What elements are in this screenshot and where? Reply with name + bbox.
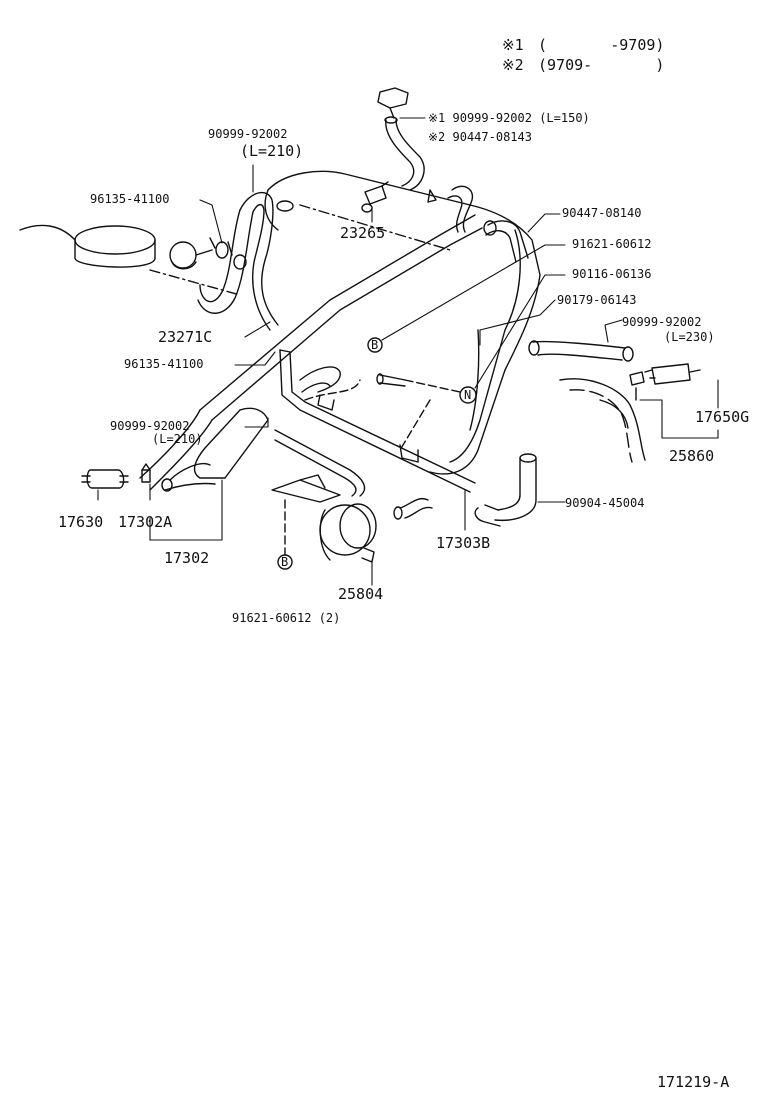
- label-clip-upper: 96135-41100: [90, 192, 170, 206]
- marker-b-lower: B: [281, 555, 289, 569]
- label-hose-left-len: (L=210): [240, 142, 304, 160]
- legend-range-2: (9709- ): [538, 56, 665, 74]
- label-sensor-23271c: 23271C: [158, 328, 213, 346]
- label-hose-top-2: ※2 90447-08143: [428, 130, 532, 144]
- label-hose-mid-len: (L=210): [152, 432, 203, 446]
- label-bracket-25860: 25860: [669, 447, 715, 465]
- legend-mark-1: ※1: [502, 36, 524, 54]
- label-hose-90904: 90904-45004: [565, 496, 645, 510]
- label-hose-top-1: ※1 90999-92002 (L=150): [428, 111, 590, 125]
- hose-90904: [475, 454, 536, 526]
- hose-right: [529, 341, 633, 361]
- label-bolt-bottom: 91621-60612 (2): [232, 611, 341, 625]
- vsv-23265: [362, 182, 388, 212]
- valve-17630-graphic: [82, 470, 128, 488]
- pipe-17303b: [280, 350, 475, 519]
- marker-n: N: [464, 388, 472, 402]
- legend-range-1: ( -9709): [538, 36, 665, 54]
- marker-b-upper-graphic: [368, 338, 382, 352]
- label-clamp-90179: 90179-06143: [557, 293, 637, 307]
- label-hose-90447: 90447-08140: [562, 206, 642, 220]
- stud-90116: [377, 374, 405, 386]
- hose-upper-left: [198, 193, 293, 330]
- label-valve-25804: 25804: [338, 585, 384, 603]
- canister-left: [20, 225, 240, 295]
- sensor-23271c: [170, 238, 246, 269]
- label-pipe-17303b: 17303B: [436, 534, 491, 552]
- marker-n-graphic: [400, 380, 476, 450]
- figure-id: 171219-A: [657, 1073, 730, 1091]
- legend-mark-2: ※2: [502, 56, 524, 74]
- top-hose-cap: [378, 88, 472, 232]
- label-hose-left-code: 90999-92002: [208, 127, 288, 141]
- label-vsv-23265: 23265: [340, 224, 386, 242]
- long-pipe: [140, 215, 482, 490]
- bracket-25860: [560, 379, 645, 462]
- label-bolt-91621: 91621-60612: [572, 237, 652, 251]
- label-hose-right-len: (L=230): [664, 330, 715, 344]
- label-vsv-17650g: 17650G: [695, 408, 750, 426]
- label-assy-17302: 17302: [164, 549, 210, 567]
- hose-90447: [484, 221, 528, 262]
- label-clip-lower: 96135-41100: [124, 357, 204, 371]
- vsv-17650g: [630, 364, 700, 400]
- valve-25804-graphic: [272, 475, 376, 569]
- label-hose-mid-code: 90999-92002: [110, 419, 190, 433]
- label-hose-right-code: 90999-92002: [622, 315, 702, 329]
- marker-b-upper: B: [371, 338, 379, 352]
- label-clamp-17302a: 17302A: [118, 513, 173, 531]
- label-stud-90116: 90116-06136: [572, 267, 652, 281]
- leader-lines: [98, 118, 718, 585]
- clamp-17302a-graphic: [142, 464, 150, 482]
- label-valve-17630: 17630: [58, 513, 104, 531]
- tank-body: [265, 171, 540, 474]
